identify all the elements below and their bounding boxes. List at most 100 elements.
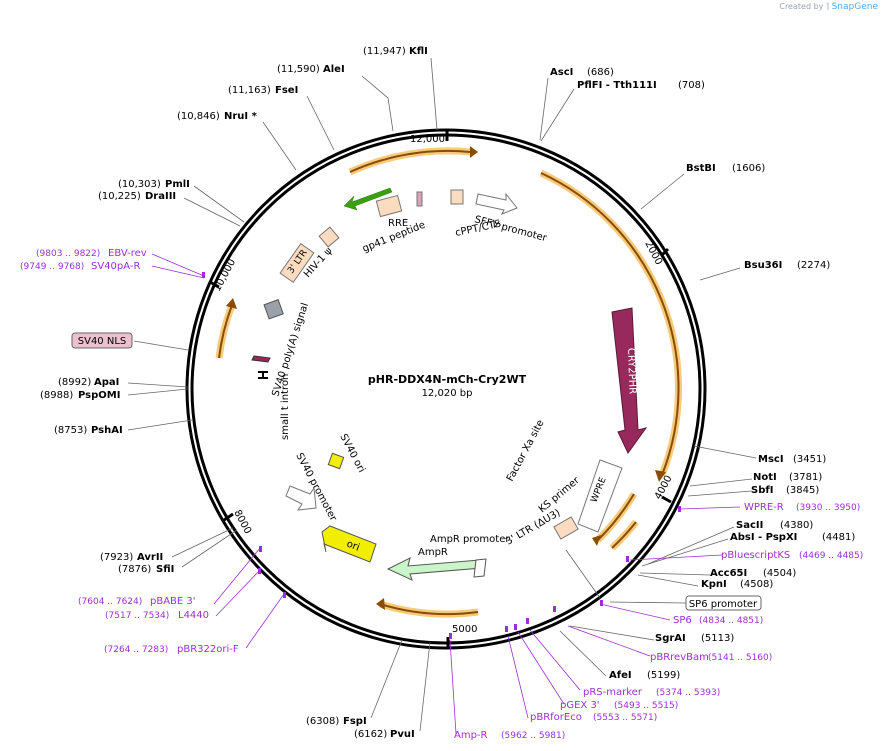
- leader-sgrai: [569, 625, 655, 641]
- leader-sbfi: [687, 490, 753, 497]
- nrui-name: NruI *: [224, 111, 258, 122]
- fspi-pos: (6308): [306, 716, 339, 727]
- tick-10000: [209, 280, 220, 289]
- gp41-box: [416, 191, 423, 207]
- leader-pshai: [127, 419, 193, 431]
- wpre-r-pos: (3930 .. 3950): [796, 503, 860, 513]
- pbabe3-name: pBABE 3': [150, 596, 196, 607]
- pspomi-pos: (8988): [40, 390, 73, 401]
- alei-pos: (11,590): [277, 64, 320, 75]
- plasmid-name: pHR-DDX4N-mCh-Cry2WT: [368, 373, 527, 386]
- pflfi-pos: (708): [678, 80, 705, 91]
- cry2phr-label: CRY2PHR: [625, 348, 638, 395]
- l4440-name: L4440: [178, 610, 209, 621]
- leader-pgex3: [517, 631, 565, 705]
- mark-l4440: [258, 568, 261, 574]
- afei-pos: (5199): [647, 670, 680, 681]
- sv40pa-r-name: SV40pA-R: [91, 261, 140, 272]
- pbrforeco-name: pBRforEco: [530, 712, 582, 723]
- ampr-arrow: [386, 557, 483, 581]
- bsu36i-name: Bsu36I: [744, 260, 782, 271]
- leader-pbluescriptks: [629, 554, 723, 561]
- sv40-ori-label: SV40 ori: [337, 432, 366, 474]
- brand-name: SnapGene: [831, 2, 878, 12]
- apai-name: ApaI: [94, 377, 119, 388]
- ltr3-box: [279, 242, 315, 284]
- avrii-name: AvrII: [137, 552, 163, 563]
- sffv-arrow: [475, 192, 518, 215]
- feature-ampr: AmpR promoter AmpR: [386, 534, 510, 581]
- pbr322ori-f-name: pBR322ori-F: [177, 644, 239, 655]
- leader-l4440: [215, 569, 261, 617]
- orf-arc-right: [539, 169, 683, 477]
- ori-arrow: [321, 525, 377, 563]
- tick-label-12000: 12,000: [410, 134, 445, 145]
- sv40-nls-box: [71, 332, 133, 349]
- pbrforeco-pos: (5553 .. 5571): [593, 713, 657, 723]
- apai-pos: (8992): [58, 377, 91, 388]
- tick-8000: [223, 512, 234, 522]
- brand-prefix: Created by: [779, 2, 824, 11]
- fspi-name: FspI: [343, 716, 367, 727]
- kpni-pos: (4508): [740, 579, 773, 590]
- rre-box: [375, 194, 403, 218]
- mark-pbrrevbam: [553, 606, 556, 612]
- snapgene-brand: Created by ⌉ SnapGene: [779, 2, 878, 12]
- absi-pos: (4481): [822, 532, 855, 543]
- leader-prs-marker: [529, 629, 581, 691]
- small-t-label: small t intron: [280, 374, 291, 440]
- pbrrevbam-pos: (5141 .. 5160): [708, 653, 772, 663]
- leader-pflfi: [540, 88, 575, 142]
- sp6-pos: (4834 .. 4851): [699, 616, 763, 626]
- hiv-psi-box: [318, 226, 340, 248]
- afei-name: AfeI: [609, 670, 632, 681]
- leader-pvui: [419, 641, 431, 732]
- absi-name: AbsI - PspXI: [730, 532, 797, 543]
- tick-2000: [660, 247, 670, 257]
- leader-sv40-nls: [133, 340, 189, 351]
- leader-bstbi: [640, 173, 685, 210]
- leader-noti: [689, 478, 753, 487]
- pbabe3-pos: (7604 .. 7624): [78, 597, 142, 607]
- leader-apai: [127, 382, 189, 388]
- mark-pgex3: [514, 624, 517, 630]
- leader-amp-r: [449, 639, 457, 735]
- pspomi-name: PspOMI: [78, 390, 120, 401]
- sp6-promoter-callout: SP6 promoter: [685, 595, 762, 611]
- sbfi-pos: (3845): [786, 485, 819, 496]
- msci-pos: (3451): [793, 454, 826, 465]
- prs-marker-pos: (5374 .. 5393): [656, 688, 720, 698]
- draiii-name: DraIII: [145, 191, 176, 202]
- leader-acc65i: [639, 572, 711, 576]
- leader-draiii: [183, 197, 241, 227]
- pmli-name: PmlI: [165, 179, 190, 190]
- leader-afei: [559, 630, 607, 677]
- sfii-name: SfiI: [156, 564, 174, 575]
- primer-leader-lines: [151, 253, 741, 735]
- sp6-name: SP6: [673, 615, 692, 626]
- leader-pbabe3: [213, 547, 261, 605]
- asci-name: AscI: [550, 67, 573, 78]
- leader-bsu36i: [699, 267, 741, 281]
- wpre-box: [577, 459, 623, 533]
- sp6-promoter-text: SP6 promoter: [689, 599, 758, 610]
- site-leader-lines: [127, 57, 757, 732]
- brand-logo-icon: ⌉: [825, 2, 830, 11]
- pbrrevbam-name: pBRrevBam: [650, 652, 709, 663]
- leader-sp6: [599, 603, 671, 621]
- leader-ebv-rev: [151, 253, 205, 277]
- feature-small-t: [258, 371, 268, 379]
- ltr-du3-box: [553, 516, 579, 540]
- cry2phr-arrow: [611, 307, 648, 454]
- mark-ebv-rev: [202, 272, 205, 278]
- kpni-name: KpnI: [701, 579, 727, 590]
- pbluescriptks-pos: (4469 .. 4485): [799, 551, 863, 561]
- leader-sp6-promoter: [609, 601, 687, 604]
- ampr-promoter-arrow: [473, 558, 487, 578]
- leader-msci: [693, 445, 757, 459]
- pmli-pos: (10,303): [118, 179, 161, 190]
- pvui-pos: (6162): [354, 729, 387, 740]
- leader-ltr-du3: [565, 549, 601, 599]
- bstbi-name: BstBI: [686, 163, 716, 174]
